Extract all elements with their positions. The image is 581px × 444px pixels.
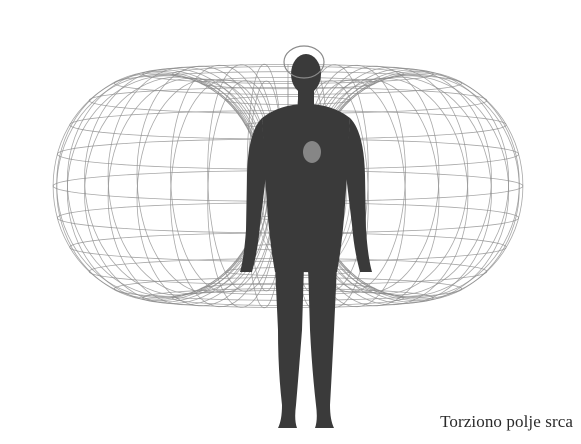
silhouette-torso — [262, 104, 350, 272]
heart-highlight — [303, 141, 321, 163]
caption: Torziono polje srca — [440, 412, 573, 432]
silhouette-right-arm — [346, 118, 372, 272]
silhouette-left-leg — [275, 265, 304, 428]
silhouette-right-leg — [308, 265, 337, 428]
silhouette-left-arm — [240, 118, 266, 272]
